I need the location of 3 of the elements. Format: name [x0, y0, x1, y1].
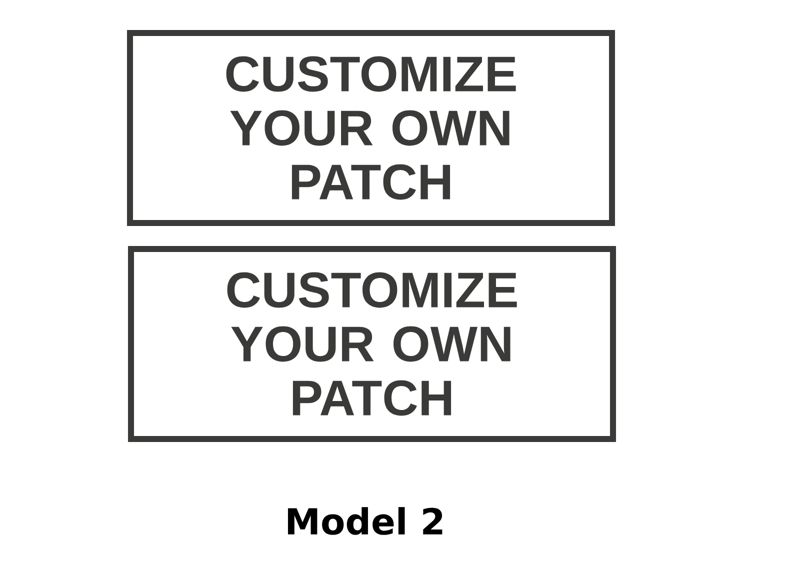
patch-box: CUSTOMIZE YOUR OWN PATCH — [128, 246, 616, 442]
patch-box: CUSTOMIZE YOUR OWN PATCH — [127, 30, 615, 226]
caption: Model 2 — [288, 507, 442, 535]
